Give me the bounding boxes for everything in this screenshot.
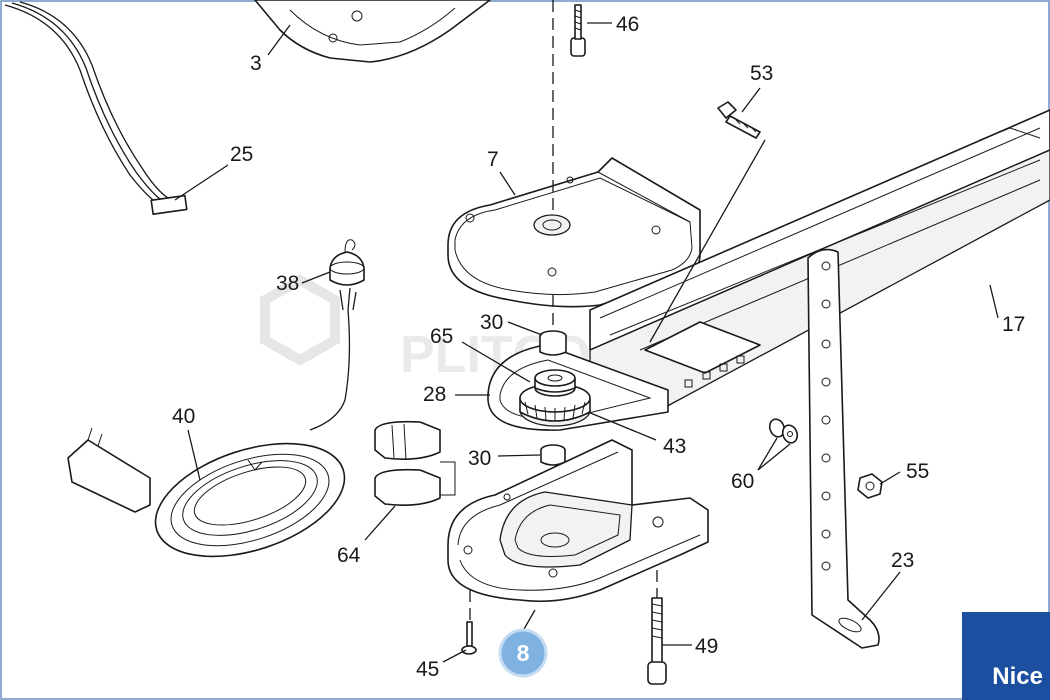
part-label-3: 3 <box>250 52 262 75</box>
clip-part <box>374 420 456 506</box>
grommet-part <box>329 239 365 286</box>
part-label-60: 60 <box>731 470 754 493</box>
part-label-28: 28 <box>423 383 446 406</box>
part-label-30-upper: 30 <box>480 311 503 334</box>
part-label-7: 7 <box>487 148 499 171</box>
part-label-17: 17 <box>1002 313 1025 336</box>
bushing-lower-part <box>540 444 566 466</box>
brand-logo-text: Nice <box>992 663 1043 690</box>
bushing-upper-part <box>539 330 567 356</box>
cable-connector-part <box>4 1 188 215</box>
part-number-labels: 3 46 53 25 7 38 30 65 17 28 43 40 30 60 … <box>172 13 1025 681</box>
control-unit-part <box>254 0 491 63</box>
screw-45-part <box>461 621 477 655</box>
part-label-53: 53 <box>750 62 773 85</box>
power-cable-part <box>67 287 357 558</box>
screw-46-part <box>570 4 586 57</box>
assembly-badge[interactable]: 8 <box>498 628 548 678</box>
nut-part <box>857 473 883 499</box>
part-label-43: 43 <box>663 435 686 458</box>
assembly-badge-number: 8 <box>517 640 530 666</box>
brand-logo: Nice <box>962 612 1050 700</box>
part-label-55: 55 <box>906 460 929 483</box>
part-label-40: 40 <box>172 405 195 428</box>
part-label-38: 38 <box>276 272 299 295</box>
part-label-49: 49 <box>695 635 718 658</box>
bolt-49-part <box>647 597 667 685</box>
part-label-46: 46 <box>616 13 639 36</box>
top-cover-part <box>447 157 701 308</box>
pulley-gear-part <box>519 369 591 427</box>
part-label-64: 64 <box>337 544 361 567</box>
part-label-65: 65 <box>430 325 453 348</box>
part-label-23: 23 <box>891 549 914 572</box>
part-label-30-lower: 30 <box>468 447 491 470</box>
leader-lines <box>174 22 999 663</box>
screw-53-part <box>717 101 761 139</box>
part-label-45: 45 <box>416 658 439 681</box>
part-label-25: 25 <box>230 143 253 166</box>
mounting-bracket-part <box>807 248 880 649</box>
bottom-housing-part <box>447 439 709 602</box>
washer-part <box>768 418 799 444</box>
